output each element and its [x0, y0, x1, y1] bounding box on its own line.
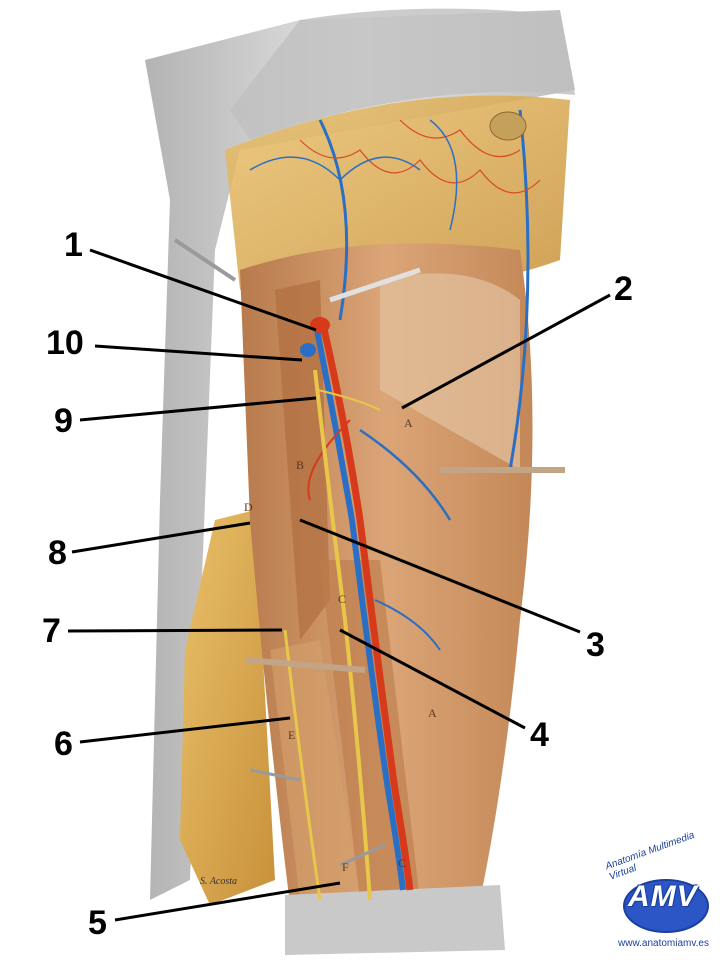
upper-fat-region — [225, 95, 570, 290]
leader-1 — [89, 248, 317, 332]
saphenous-vein — [508, 109, 530, 471]
region-e: E — [288, 728, 296, 742]
label-2: 2 — [614, 270, 633, 308]
leader-7 — [67, 628, 283, 633]
retractor-upper-right — [329, 267, 421, 303]
leader-10 — [94, 344, 303, 362]
region-a-upper: A — [404, 416, 413, 430]
muscle-a-upper — [380, 273, 520, 470]
region-b: B — [296, 458, 305, 472]
fascia-top — [230, 8, 575, 141]
artery-branch-1 — [307, 419, 351, 501]
vein-node — [300, 343, 316, 357]
vein-branch-2 — [374, 599, 441, 651]
region-c-lower: C — [398, 856, 407, 870]
upper-vein-branch — [318, 119, 349, 321]
nerve-branch-1 — [317, 389, 381, 411]
leader-4 — [339, 628, 526, 730]
upper-veins — [249, 119, 458, 231]
leader-6 — [79, 716, 291, 744]
retractor-low-left — [249, 768, 301, 782]
retractor-upper-left — [173, 238, 237, 282]
label-8: 8 — [48, 534, 67, 572]
leader-8 — [71, 521, 251, 554]
region-a-lower: A — [428, 706, 437, 720]
femoral-vein — [312, 319, 406, 891]
label-1: 1 — [64, 226, 83, 264]
region-f: F — [342, 860, 349, 874]
retractor-mid-left — [244, 657, 366, 673]
logo-disc — [623, 879, 709, 933]
femoral-artery — [318, 319, 414, 891]
left-fat-pad — [180, 510, 275, 905]
label-4: 4 — [530, 716, 549, 754]
leader-3 — [299, 518, 581, 634]
leader-2 — [401, 293, 611, 410]
website-url[interactable]: www.anatomiamv.es — [618, 938, 709, 949]
region-d: D — [244, 500, 253, 514]
label-6: 6 — [54, 725, 73, 763]
artery-node — [310, 317, 330, 333]
lower-band — [285, 885, 505, 955]
artist-signature: S. Acosta — [200, 876, 238, 887]
vein-branch-1 — [359, 428, 452, 521]
leader-9 — [79, 396, 317, 422]
label-7: 7 — [42, 612, 61, 650]
label-10: 10 — [46, 324, 84, 362]
label-3: 3 — [586, 626, 605, 664]
retractor-bottom — [339, 843, 386, 867]
label-5: 5 — [88, 904, 107, 942]
leader-5 — [114, 881, 341, 922]
logo-amv: AMV — [628, 880, 698, 913]
region-c-upper: C — [338, 592, 347, 606]
oval-notch — [489, 111, 527, 141]
capillary-network — [299, 119, 541, 194]
femoral-nerve — [313, 369, 372, 901]
label-9: 9 — [54, 402, 73, 440]
